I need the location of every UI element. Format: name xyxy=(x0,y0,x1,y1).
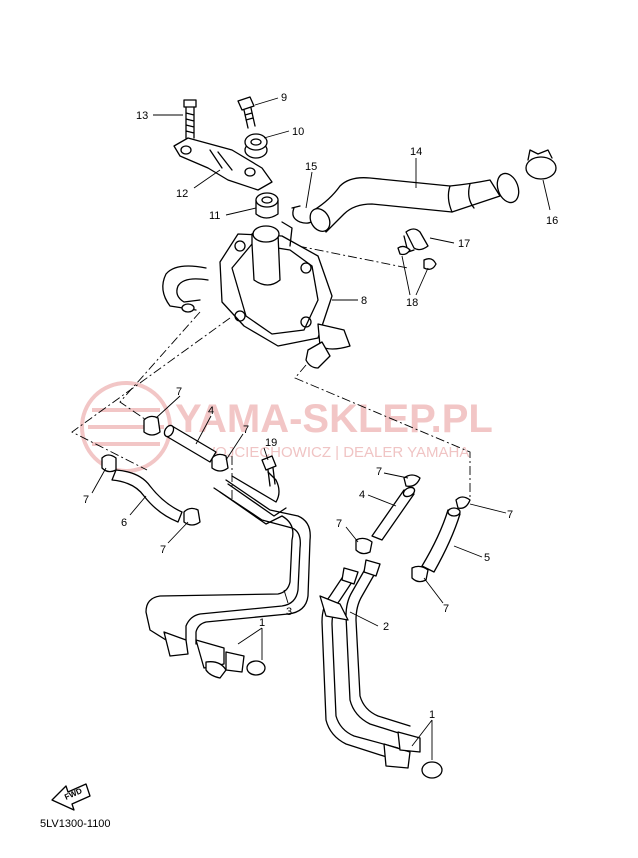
part-washer-10 xyxy=(244,133,268,159)
leader-lines xyxy=(91,97,551,760)
part-bolt-13 xyxy=(183,99,197,139)
part-clamp-7-d xyxy=(183,507,201,526)
part-clamp-7-h xyxy=(411,565,429,583)
part-hose-5 xyxy=(421,507,461,573)
callout-7-e: 7 xyxy=(376,466,382,478)
part-cap-11 xyxy=(255,192,279,219)
part-clamp-7-g xyxy=(355,537,373,555)
part-clamp-7-a xyxy=(143,415,161,436)
part-pipe-2 xyxy=(319,559,443,779)
callout-1-left: 1 xyxy=(259,617,265,629)
callout-19: 19 xyxy=(265,437,277,449)
callout-16: 16 xyxy=(546,215,558,227)
callout-numbers: 13 9 10 12 11 14 15 16 17 18 8 7 4 7 19 … xyxy=(83,92,558,721)
part-hose-14 xyxy=(309,172,520,233)
callout-18: 18 xyxy=(406,297,418,309)
watermark: YAMA-SKLEP.PL WOJCIECHOWICZ | DEALER YAM… xyxy=(80,381,493,473)
callout-3: 3 xyxy=(286,606,292,618)
part-pipe-3 xyxy=(145,471,311,679)
part-hose-4-left xyxy=(163,424,217,463)
callout-8: 8 xyxy=(361,295,367,307)
callout-17: 17 xyxy=(458,238,470,250)
callout-14: 14 xyxy=(410,146,422,158)
callout-12: 12 xyxy=(176,188,188,200)
callout-10: 10 xyxy=(292,126,304,138)
callout-5: 5 xyxy=(484,552,490,564)
callout-7-f: 7 xyxy=(507,509,513,521)
callout-9: 9 xyxy=(281,92,287,104)
part-clamp-7-c xyxy=(211,453,229,472)
part-bracket-12 xyxy=(173,137,273,191)
callout-7-c: 7 xyxy=(83,494,89,506)
fwd-arrow-icon: FWD xyxy=(51,783,91,811)
part-clamp-16 xyxy=(525,149,557,180)
callout-6: 6 xyxy=(121,517,127,529)
part-clips-18 xyxy=(397,245,437,270)
part-clamp-7-b xyxy=(101,454,117,473)
reference-lines xyxy=(71,245,471,500)
callout-7-a: 7 xyxy=(176,386,182,398)
part-clamp-7-e xyxy=(403,474,421,487)
part-bolt-19 xyxy=(261,455,277,487)
callout-7-g: 7 xyxy=(336,518,342,530)
part-hose-6 xyxy=(111,469,183,523)
part-hose-4-right xyxy=(371,486,416,541)
callout-4-b: 4 xyxy=(359,489,365,501)
diagram-code: 5LV1300-1100 xyxy=(40,818,111,830)
watermark-subtitle: WOJCIECHOWICZ | DEALER YAMAHA xyxy=(201,444,469,461)
callout-15: 15 xyxy=(305,161,317,173)
callout-11: 11 xyxy=(209,210,220,222)
callout-7-d: 7 xyxy=(160,544,166,556)
part-bolt-9 xyxy=(237,96,256,129)
callout-2: 2 xyxy=(383,621,389,633)
part-valve-8 xyxy=(162,221,351,369)
callout-7-b: 7 xyxy=(243,424,249,436)
watermark-brand: YAMA-SKLEP.PL xyxy=(175,397,493,441)
callout-7-h: 7 xyxy=(443,603,449,615)
callout-1-right: 1 xyxy=(429,709,435,721)
part-clamp-7-f xyxy=(455,496,471,509)
callout-4-a: 4 xyxy=(208,405,214,417)
callout-13: 13 xyxy=(136,110,148,122)
